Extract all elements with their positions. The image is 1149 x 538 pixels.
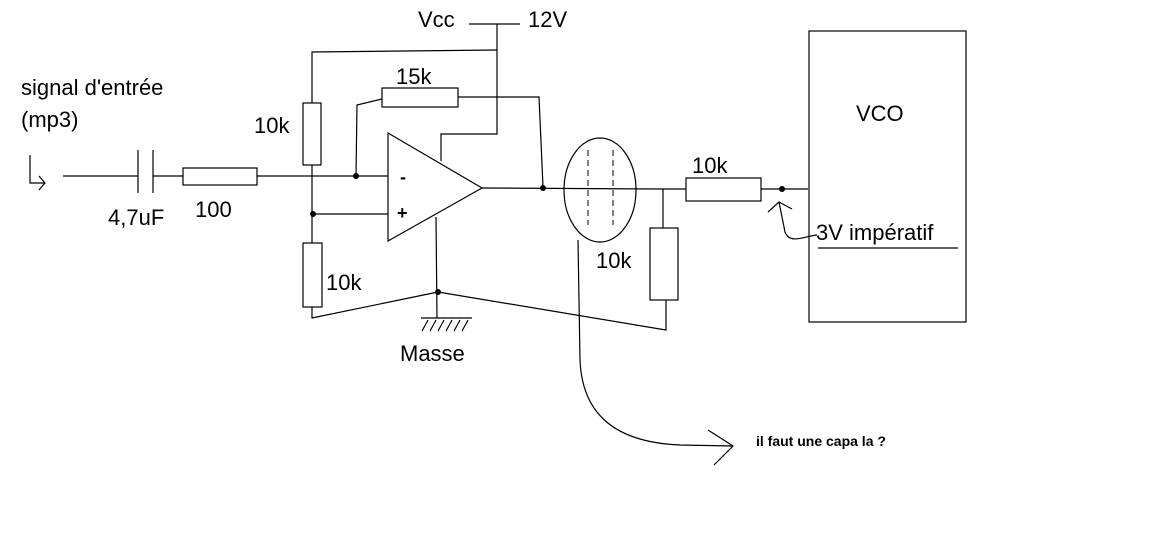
feedback-resistor-label: 15k bbox=[396, 64, 432, 89]
vcc-label: Vcc bbox=[418, 7, 455, 32]
divider-top-resistor bbox=[302, 102, 322, 166]
input-capacitor-label: 4,7uF bbox=[108, 205, 164, 230]
input-arrow-icon bbox=[29, 155, 46, 191]
opamp-plus-label: + bbox=[397, 203, 408, 223]
supply-voltage-label: 12V bbox=[528, 7, 567, 32]
vco-label: VCO bbox=[856, 101, 904, 126]
series-resistor-label: 10k bbox=[692, 153, 728, 178]
opamp-output-wire bbox=[481, 187, 664, 190]
input-label-line1: signal d'entrée bbox=[21, 75, 163, 100]
ground-label: Masse bbox=[400, 341, 465, 366]
feedback-left-wire bbox=[355, 98, 383, 177]
vco-block bbox=[808, 30, 967, 323]
series-resistor bbox=[685, 177, 762, 202]
question-text: il faut une capa la ? bbox=[756, 433, 886, 449]
opamp-minus-label: - bbox=[400, 167, 406, 187]
shunt-resistor bbox=[649, 227, 679, 301]
question-arrow-icon bbox=[577, 239, 734, 466]
junction-dot bbox=[779, 186, 785, 192]
input-label-line2: (mp3) bbox=[21, 107, 78, 132]
feedback-right-wire bbox=[458, 96, 544, 188]
opamp bbox=[387, 131, 484, 243]
ground-junction-dot bbox=[435, 289, 441, 295]
input-resistor-label: 100 bbox=[195, 197, 232, 222]
divider-bottom-resistor-label: 10k bbox=[326, 270, 362, 295]
capacitor-question-ellipse bbox=[563, 137, 637, 243]
vcc-rail-wire bbox=[311, 49, 498, 103]
supply-wire bbox=[440, 23, 520, 161]
vco-note: 3V impératif bbox=[816, 220, 934, 245]
voltage-note-arrow-icon bbox=[767, 201, 818, 240]
input-capacitor bbox=[137, 150, 154, 193]
opamp-ground-wire bbox=[435, 216, 438, 319]
ground-wire-left bbox=[311, 291, 439, 319]
ground-symbol-icon bbox=[421, 317, 472, 332]
divider-bottom-resistor bbox=[302, 242, 323, 308]
divider-top-resistor-label: 10k bbox=[254, 113, 290, 138]
feedback-resistor bbox=[381, 87, 459, 108]
ground-wire-right bbox=[437, 291, 667, 331]
input-resistor bbox=[182, 167, 258, 186]
shunt-resistor-label: 10k bbox=[596, 248, 632, 273]
junction-dot bbox=[540, 185, 546, 191]
